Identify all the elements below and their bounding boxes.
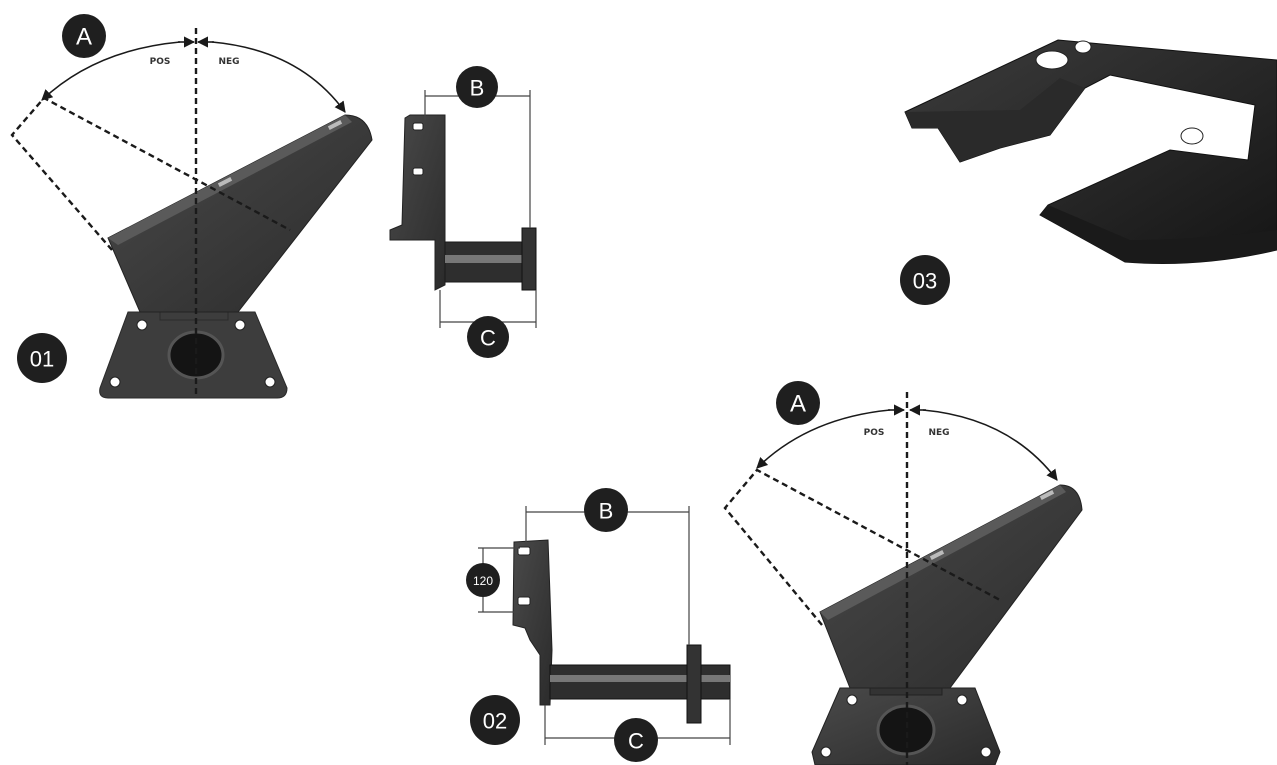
plate-03-hole <box>1035 50 1069 70</box>
figure-01-badge: 01 <box>17 333 67 383</box>
mount-01-angled-arm <box>107 114 373 313</box>
figure-01-badge-text: 01 <box>30 347 54 372</box>
bracket-02: 120 B C 02 <box>466 488 731 762</box>
bracket-02-flange <box>686 644 702 724</box>
bracket-top-end-plate <box>521 227 537 291</box>
bracket-02-tube-highlight <box>550 675 730 682</box>
bracket-02-dim-c-text: C <box>628 729 644 754</box>
bracket-02-dim-c-badge: C <box>614 718 658 762</box>
bracket-top-vertical-plate <box>389 114 446 291</box>
plate-03-left-rail <box>905 78 1085 162</box>
bracket-02-slot <box>517 596 531 606</box>
plate-03-right-rail <box>1040 205 1277 264</box>
figure-02-badge: 02 <box>470 695 520 745</box>
figure-03-badge: 03 <box>900 255 950 305</box>
mount-01-neg-label: NEG <box>218 57 239 67</box>
mount-01-slot <box>327 120 343 130</box>
mount-bottom-bolt-hole <box>980 746 992 758</box>
mount-bottom-slot <box>1039 490 1055 500</box>
mount-bottom-angled-arm <box>819 484 1083 689</box>
bracket-top-dim-b-text: B <box>470 76 485 101</box>
bracket-02-spacing-badge: 120 <box>466 563 500 597</box>
figure-02-badge-text: 02 <box>483 709 507 734</box>
mount-01-pos-label: POS <box>150 57 171 67</box>
bracket-02-slot <box>517 546 531 556</box>
mount-bottom-angle-arc-neg <box>922 409 1058 481</box>
mount-bottom-bolt-hole <box>820 746 832 758</box>
mount-bottom-bolt-hole <box>846 694 858 706</box>
mount-bottom-neg-label: NEG <box>928 428 949 438</box>
figure-03-badge-text: 03 <box>913 269 937 294</box>
mount-01-bolt-hole <box>136 319 148 331</box>
bracket-top-dim-b-badge: B <box>456 66 498 108</box>
bracket-02-dim-b-badge: B <box>584 488 628 532</box>
mount-bottom: POS NEG A <box>723 381 1083 765</box>
bracket-02-dim-b-text: B <box>599 499 614 524</box>
bracket-top-tube-highlight <box>445 255 525 263</box>
bracket-top-slot <box>412 167 424 176</box>
mount-bottom-angle-arc-pos <box>756 409 891 469</box>
mount-bottom-slot <box>929 550 945 560</box>
mount-01-bolt-hole <box>264 376 276 388</box>
bracket-top-dim-c-badge: C <box>467 316 509 358</box>
mount-01-angle-arc-pos <box>41 41 181 101</box>
mount-01-slot <box>217 177 233 187</box>
mount-01-angle-arc-neg <box>211 41 346 113</box>
plate-03-hole <box>1074 40 1092 54</box>
bracket-top-dim-c-text: C <box>480 326 496 351</box>
mount-bottom-angle-badge: A <box>776 381 820 425</box>
mount-01-angle-badge: A <box>62 14 106 58</box>
plate-03: 03 <box>900 39 1277 305</box>
bracket-02-vertical-plate <box>512 539 553 706</box>
bracket-02-spacing-text: 120 <box>473 574 493 588</box>
mount-01-angle-badge-text: A <box>76 24 92 51</box>
bracket-top: B C <box>389 66 537 358</box>
mount-bottom-bolt-hole <box>956 694 968 706</box>
mount-01: POS NEG A 01 <box>10 14 373 399</box>
bracket-top-slot <box>412 122 424 131</box>
mount-01-bolt-hole <box>109 376 121 388</box>
mount-bottom-pos-limit-line <box>723 468 1001 626</box>
mount-01-pos-limit-line <box>10 96 291 251</box>
mount-bottom-angle-badge-text: A <box>790 391 806 418</box>
mount-01-bolt-hole <box>234 319 246 331</box>
plate-03-hole <box>1180 127 1204 145</box>
mount-bottom-pos-label: POS <box>864 428 885 438</box>
